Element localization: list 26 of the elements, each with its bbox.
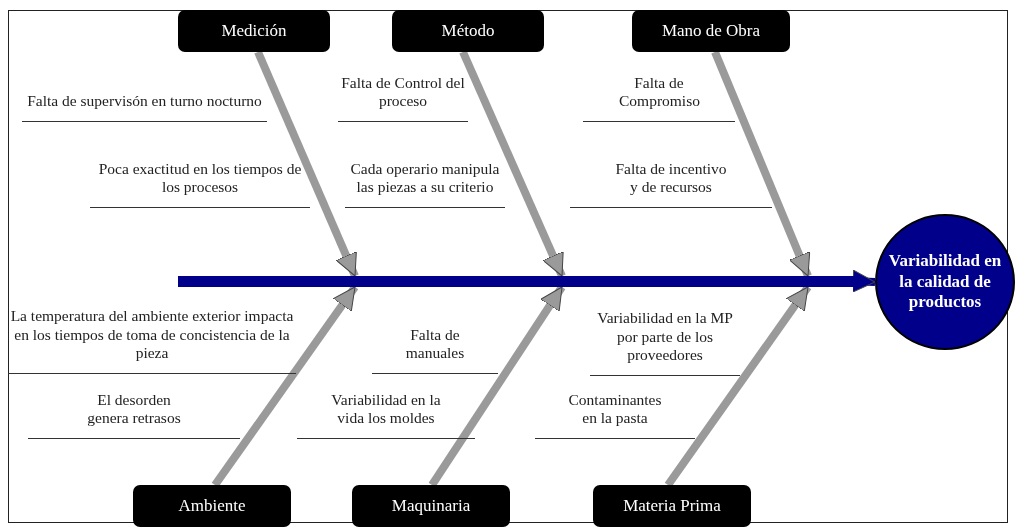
category-box: Medición (178, 10, 330, 52)
effect-circle: Variabilidad en la calidad de productos (875, 214, 1015, 350)
cause-text: Falta de Compromiso (583, 73, 735, 122)
cause-text: El desorden genera retrasos (28, 390, 240, 439)
category-box: Método (392, 10, 544, 52)
arrow (211, 284, 359, 488)
cause-text: Variabilidad en la MP por parte de los proveedores (590, 309, 740, 376)
arrow (254, 50, 359, 278)
cause-text: Falta de manuales (372, 325, 498, 374)
cause-text: Falta de Control del proceso (338, 73, 468, 122)
arrow (711, 50, 812, 278)
arrow (428, 284, 566, 488)
category-box: Materia Prima (593, 485, 751, 527)
arrow (852, 269, 876, 293)
arrow (459, 50, 566, 278)
category-box: Mano de Obra (632, 10, 790, 52)
cause-text: Cada operario manipula las piezas a su criterio (345, 159, 505, 208)
category-box: Ambiente (133, 485, 291, 527)
category-box: Maquinaria (352, 485, 510, 527)
arrow (664, 284, 812, 488)
cause-text: Falta de supervisón en turno nocturno (22, 92, 267, 122)
cause-text: Poca exactitud en los tiempos de los procesos (90, 159, 310, 208)
cause-text: Variabilidad en la vida los moldes (297, 390, 475, 439)
cause-text: Falta de incentivo y de recursos (570, 159, 772, 208)
cause-text: Contaminantes en la pasta (535, 390, 695, 439)
cause-text: La temperatura del ambiente exterior impacta en los tiempos de toma de concistencia de la pieza (8, 307, 296, 374)
